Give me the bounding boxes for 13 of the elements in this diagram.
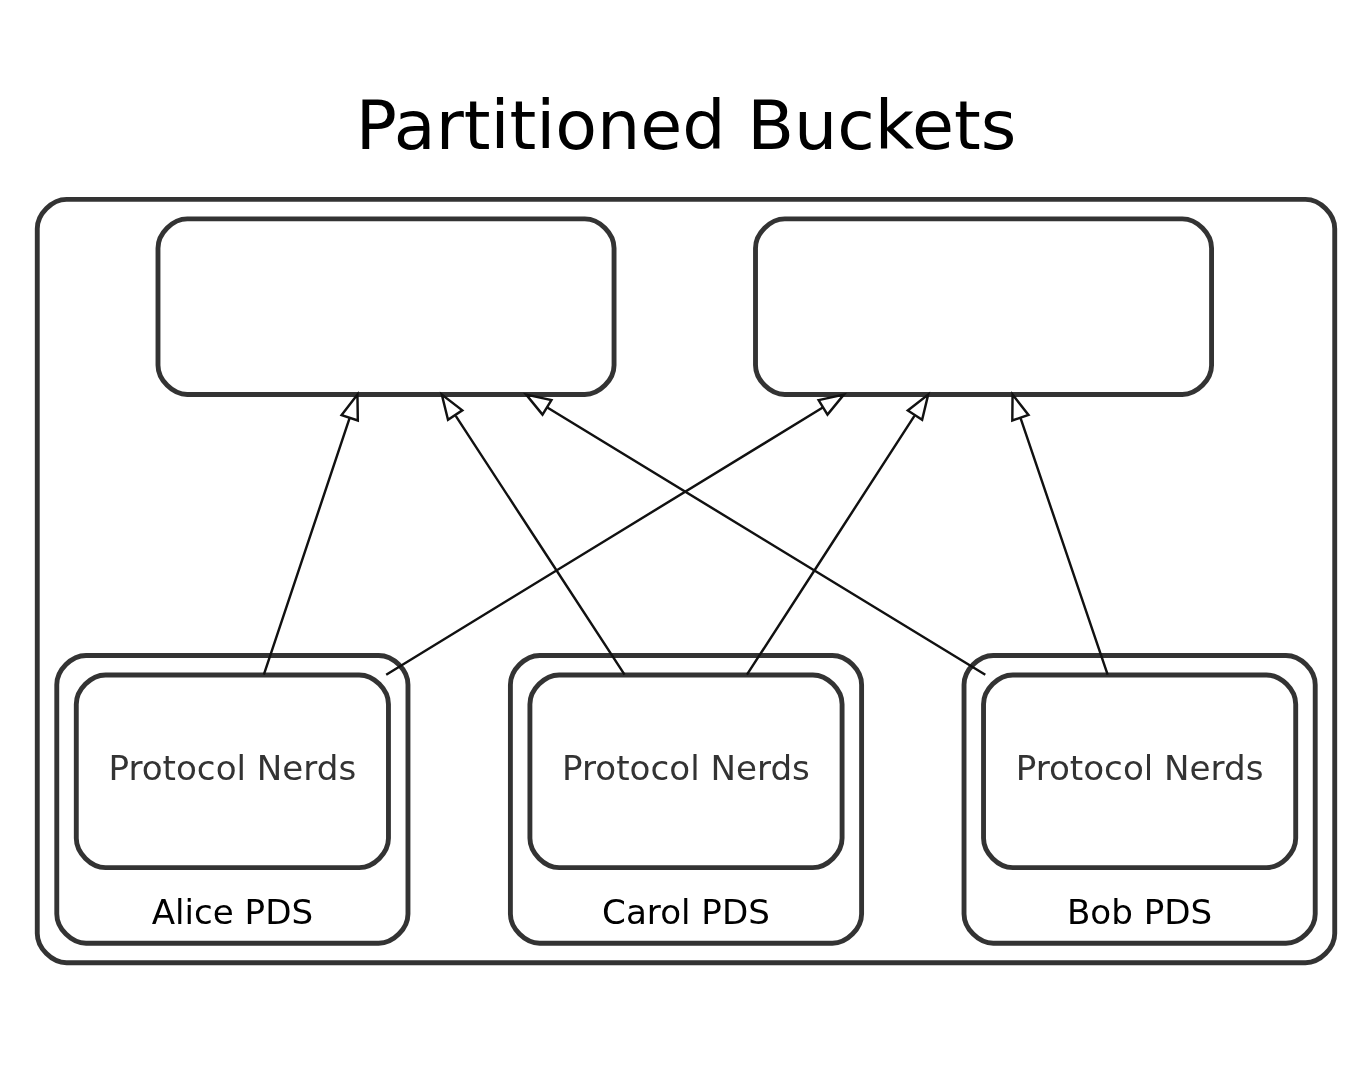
- arrow: [385, 392, 848, 676]
- arrow: [1011, 390, 1109, 675]
- arrow: [439, 391, 626, 675]
- node-box: Protocol Nerds: [73, 672, 391, 870]
- node-box: [753, 215, 1214, 397]
- cluster: [34, 196, 1338, 965]
- arrow: [262, 390, 360, 675]
- node-box: Protocol Nerds: [527, 672, 845, 870]
- diagram-title: Partitioned Buckets: [355, 85, 1017, 165]
- node-box: Protocol Nerds: [981, 672, 1299, 870]
- node-box: [155, 215, 617, 397]
- arrow: [523, 392, 986, 676]
- arrow: [745, 391, 931, 675]
